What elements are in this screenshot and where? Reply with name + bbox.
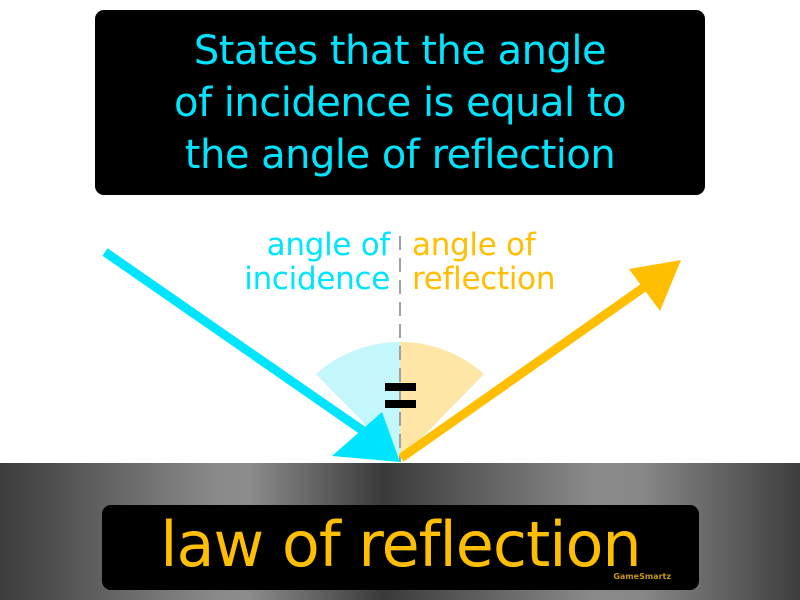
definition-line-1: States that the angle (193, 27, 607, 74)
incident-ray (102, 248, 375, 441)
definition-box: States that the angle of incidence is eq… (95, 10, 705, 195)
incident-arrowhead-icon (332, 412, 400, 462)
definition-line-2: of incidence is equal to (173, 79, 627, 126)
term-title: law of reflection (160, 508, 641, 581)
reflection-angle-arc (400, 341, 484, 460)
equals-top-bar (385, 383, 416, 391)
incidence-label-line-1: angle of (266, 227, 391, 263)
reflection-label-line-2: reflection (412, 261, 556, 297)
definition-line-3: the angle of reflection (184, 131, 616, 178)
equals-bottom-bar (385, 400, 416, 408)
term-box: law of reflection GameSmartz (102, 505, 699, 590)
angle-of-incidence-label: angle of incidence (244, 228, 390, 296)
reflection-label-line-1: angle of (412, 227, 536, 263)
reflected-ray (398, 279, 653, 462)
reflected-arrowhead-icon (629, 260, 681, 311)
angle-of-reflection-label: angle of reflection (412, 228, 555, 296)
brand-watermark: GameSmartz (613, 572, 671, 581)
incidence-label-line-2: incidence (244, 261, 390, 297)
